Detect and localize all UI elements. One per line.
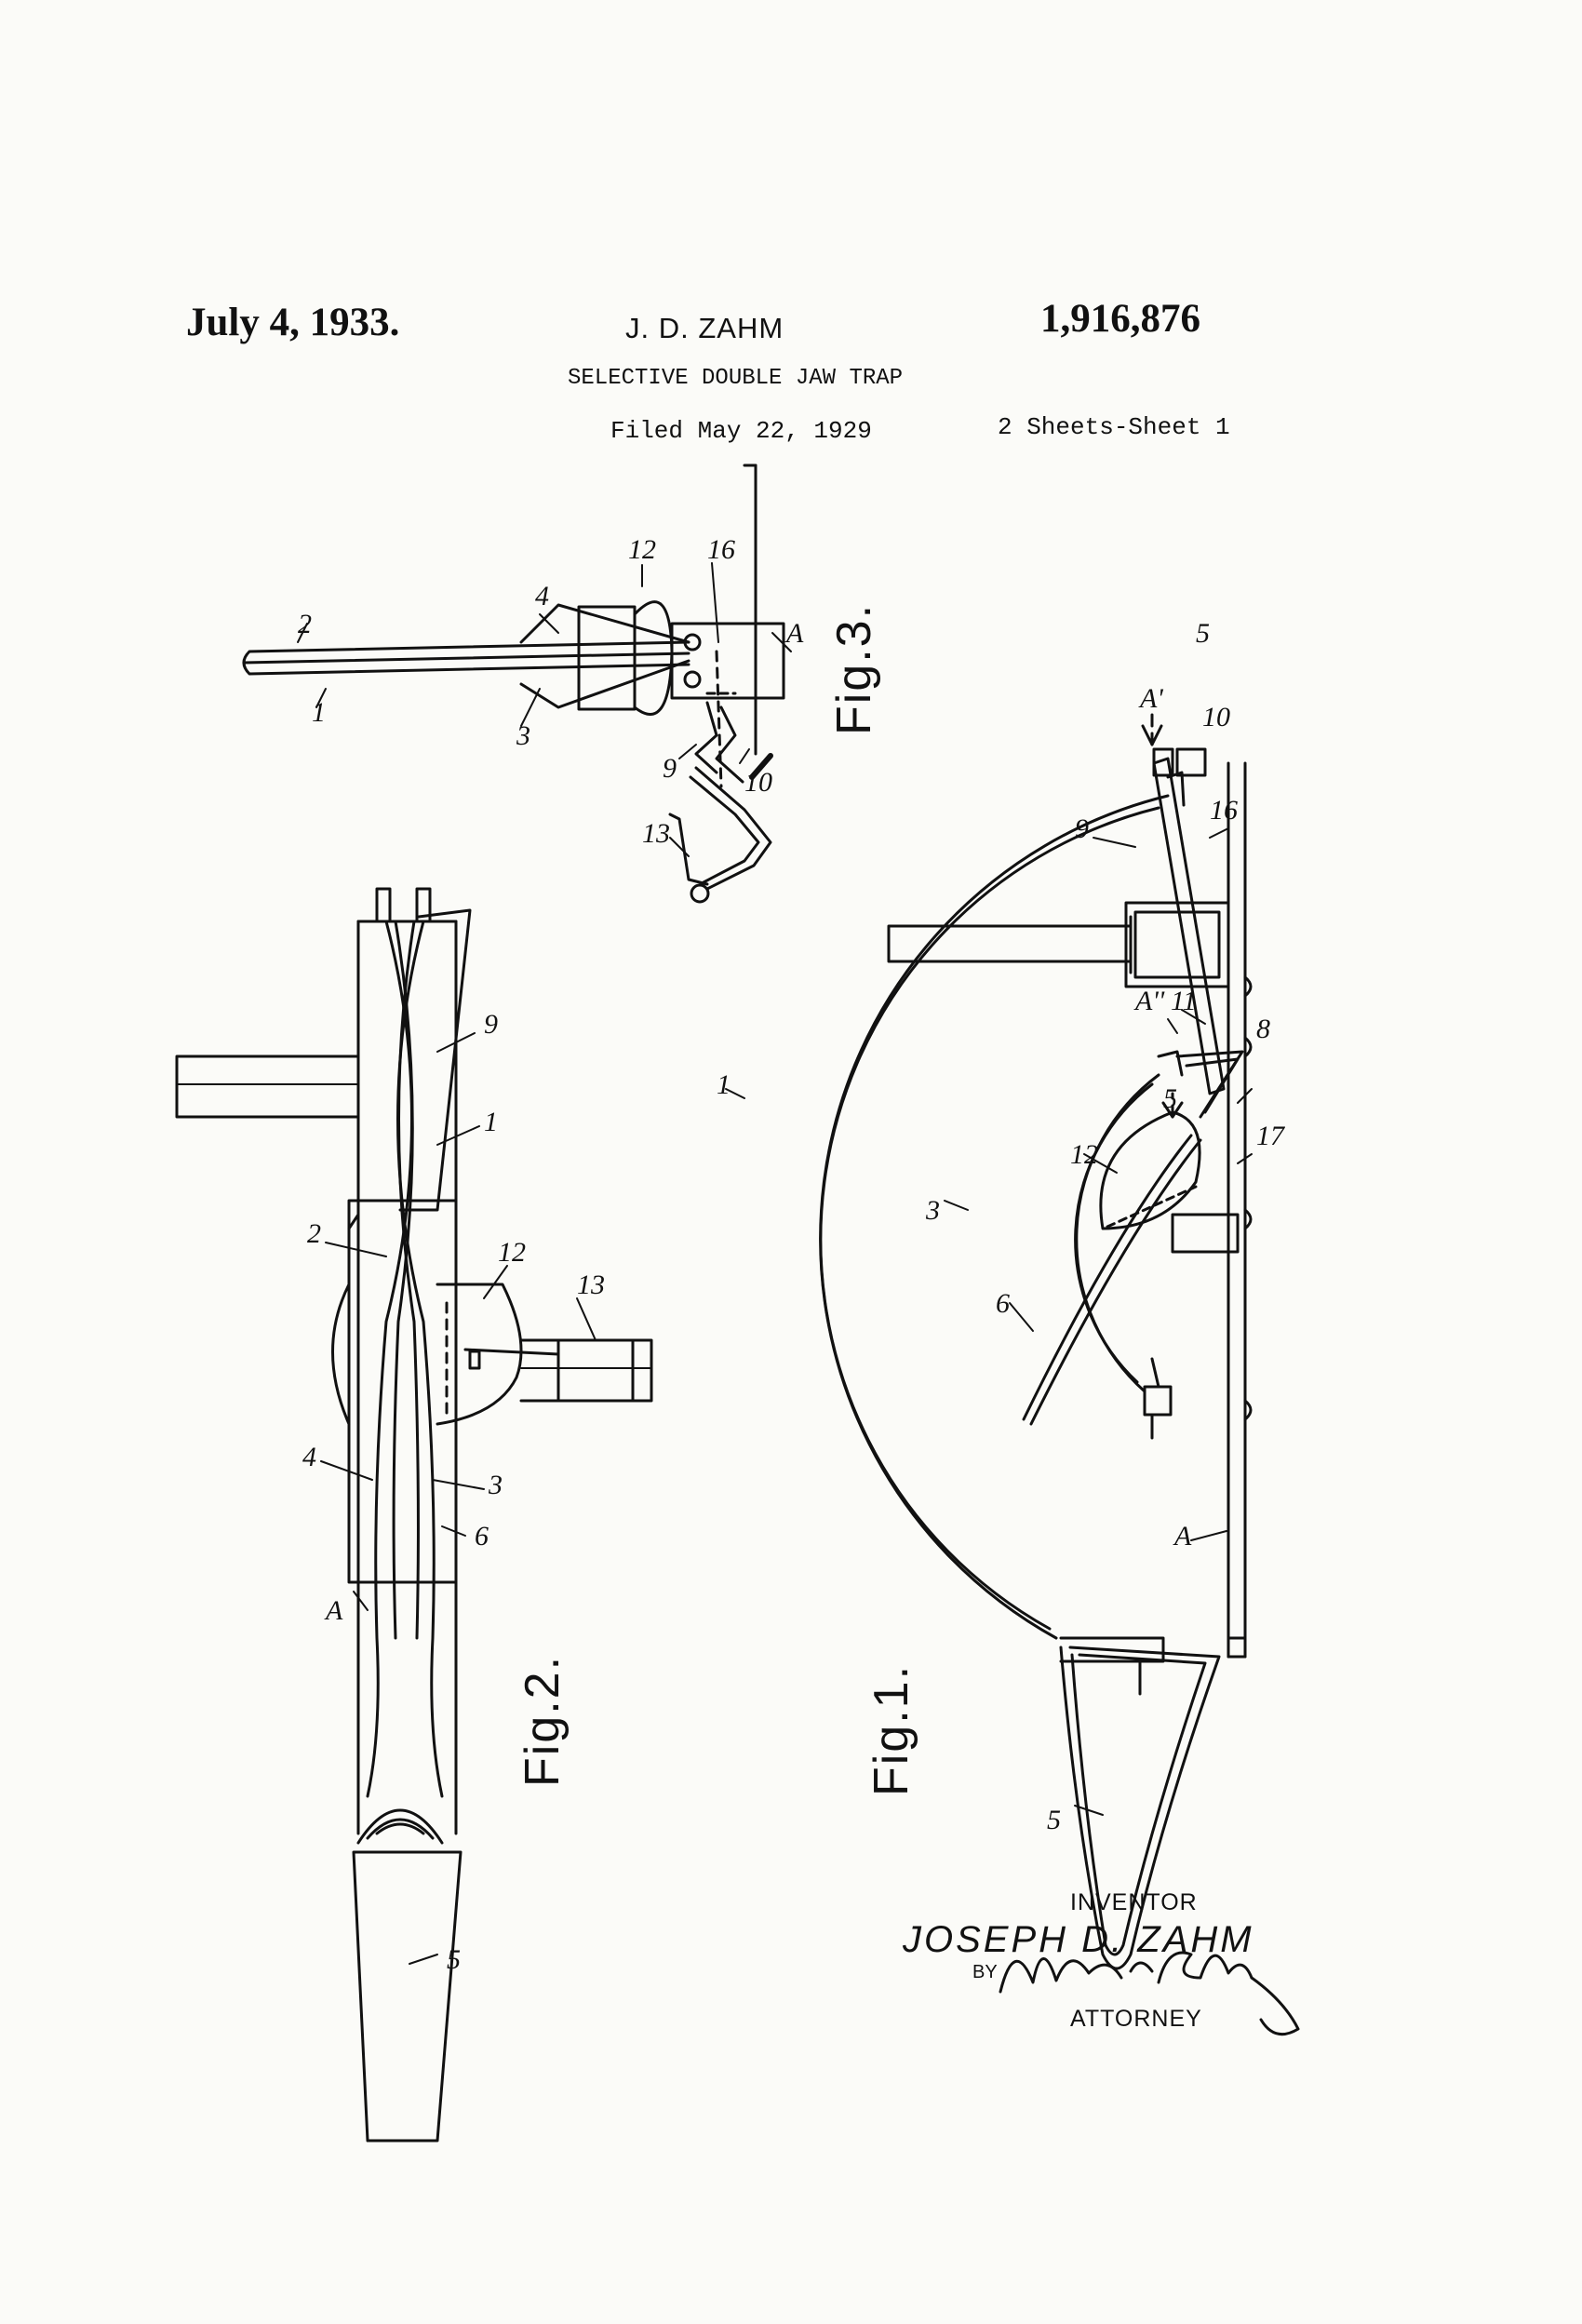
fig3-ref-12: 12: [628, 534, 656, 565]
fig2-ref-3: 3: [488, 1470, 503, 1500]
figure-1: 1 3 12 6 9 A' 5 10 16 A'' 11 5 8 17 A 5 …: [717, 618, 1286, 1970]
fig3-ref-9: 9: [663, 753, 677, 784]
by-label: BY: [972, 1962, 998, 1982]
fig3-ref-4: 4: [535, 581, 549, 611]
fig2-label: Fig.2.: [516, 1655, 570, 1787]
fig3-ref-A: A: [784, 618, 804, 649]
patent-title: SELECTIVE DOUBLE JAW TRAP: [568, 366, 904, 391]
fig1-ref-3: 3: [925, 1195, 940, 1226]
fig1-ref-10: 10: [1202, 702, 1230, 732]
attorney-signature: [999, 1951, 1300, 2036]
fig2-ref-4: 4: [302, 1442, 316, 1472]
inventor-label: INVENTOR: [1070, 1889, 1198, 1915]
fig2-ref-A: A: [324, 1595, 343, 1626]
patent-number: 1,916,876: [1040, 297, 1200, 341]
fig3-label: Fig.3.: [827, 603, 881, 735]
fig1-ref-section-5-top: 5: [1196, 618, 1210, 649]
fig1-ref-16: 16: [1210, 795, 1238, 826]
fig1-ref-9: 9: [1075, 813, 1089, 844]
fig1-ref-section-5-bottom: 5: [1163, 1083, 1177, 1114]
fig1-ref-8: 8: [1256, 1014, 1270, 1044]
sheet-count: 2 Sheets-Sheet 1: [998, 413, 1230, 441]
fig3-ref-2: 2: [298, 609, 312, 639]
fig3-ref-10: 10: [744, 767, 772, 798]
fig2-ref-2: 2: [307, 1218, 321, 1249]
figure-2: 9 1 2 12 13 4 3 6 A 5 Fig.2.: [175, 887, 653, 2143]
inventor-short-name: J. D. ZAHM: [625, 312, 784, 344]
fig2-ref-13: 13: [577, 1269, 605, 1300]
fig1-ref-1: 1: [717, 1069, 731, 1100]
fig3-ref-13: 13: [642, 818, 670, 849]
fig1-ref-A2: A'': [1133, 986, 1165, 1016]
fig1-ref-11: 11: [1171, 986, 1197, 1016]
attorney-label: ATTORNEY: [1070, 2006, 1202, 2032]
fig2-ref-5: 5: [447, 1944, 461, 1975]
fig1-label: Fig.1.: [865, 1664, 918, 1796]
fig3-ref-3: 3: [516, 720, 530, 751]
figure-3: 2 1 4 3 12 16 A 9 10 13 Fig.3.: [242, 463, 881, 904]
fig1-ref-17: 17: [1256, 1121, 1286, 1151]
fig1-ref-12: 12: [1070, 1139, 1098, 1170]
fig3-ref-1: 1: [312, 697, 326, 728]
fig2-ref-6: 6: [475, 1521, 489, 1552]
fig3-ref-16: 16: [707, 534, 735, 565]
patent-date: July 4, 1933.: [186, 301, 400, 344]
fig2-ref-12: 12: [498, 1237, 526, 1268]
fig1-ref-A: A: [1173, 1521, 1192, 1552]
fig1-ref-6: 6: [996, 1288, 1010, 1319]
fig1-ref-5: 5: [1047, 1805, 1061, 1835]
inventor-name: JOSEPH D. ZAHM: [903, 1919, 1254, 1960]
fig2-ref-1: 1: [484, 1107, 498, 1137]
filed-date: Filed May 22, 1929: [610, 417, 872, 445]
fig2-ref-9: 9: [484, 1009, 498, 1040]
fig1-ref-A1: A': [1138, 683, 1163, 714]
